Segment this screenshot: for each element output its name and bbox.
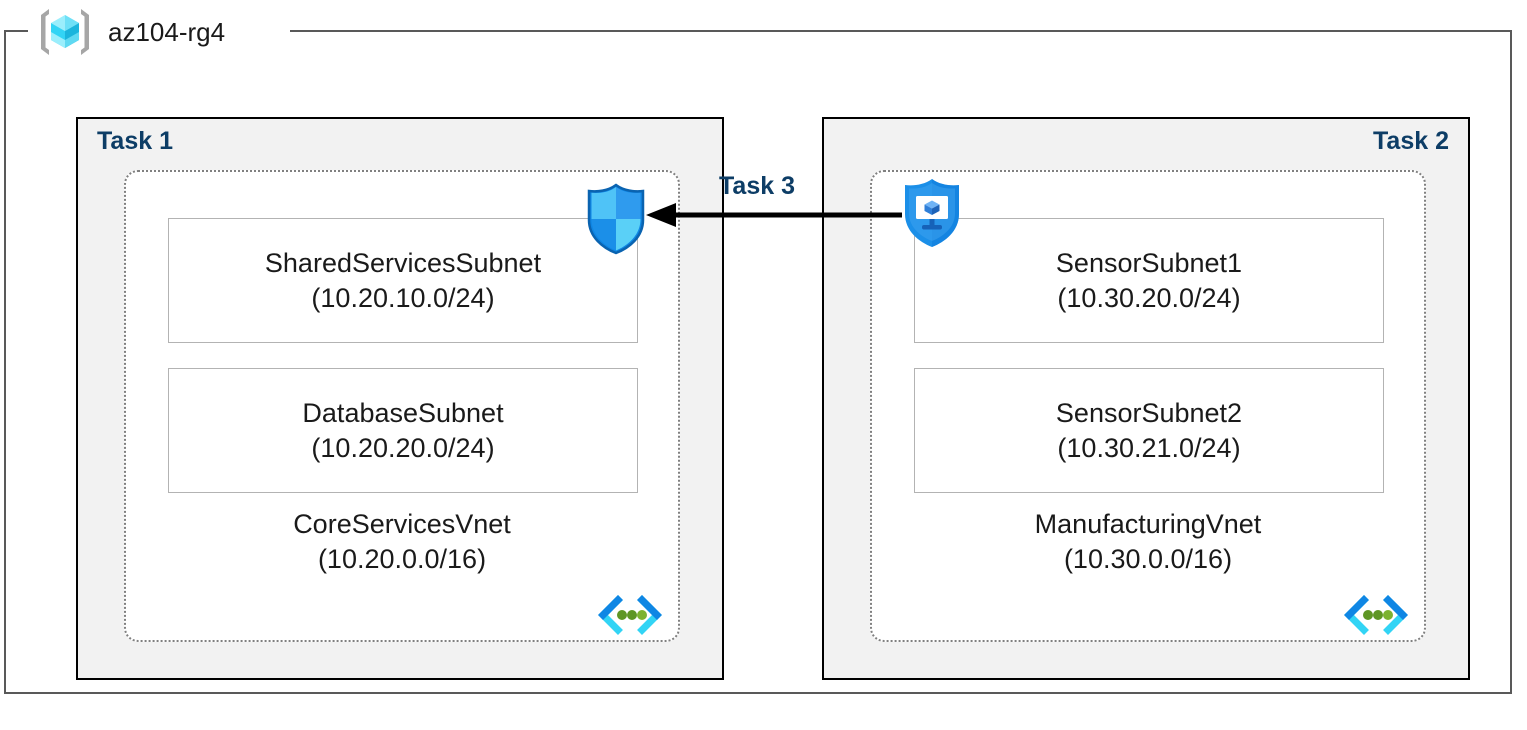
- task-2-label: Task 2: [1373, 127, 1449, 155]
- task-1-label: Task 1: [97, 127, 173, 155]
- subnet-sensor-1[interactable]: SensorSubnet1 (10.30.20.0/24): [914, 218, 1384, 343]
- vnet-manufacturing[interactable]: SensorSubnet1 (10.30.20.0/24) SensorSubn…: [870, 170, 1426, 642]
- vnet-cidr: (10.20.0.0/16): [317, 543, 487, 574]
- vnet-core-services[interactable]: SharedServicesSubnet (10.20.10.0/24) Dat…: [124, 170, 680, 642]
- resource-group-header: az104-rg4: [36, 4, 225, 60]
- resource-group-boundary: [4, 30, 1512, 694]
- task-panel-1[interactable]: Task 1 SharedServicesSubnet (10.20.10.0/…: [76, 117, 724, 680]
- subnet-sensor-2[interactable]: SensorSubnet2 (10.30.21.0/24): [914, 368, 1384, 493]
- resource-group-name: az104-rg4: [108, 17, 226, 47]
- vnet-caption: ManufacturingVnet (10.30.0.0/16): [872, 508, 1424, 576]
- left-arrow-icon: [640, 170, 910, 230]
- subnet-cidr: (10.30.21.0/24): [1057, 432, 1241, 463]
- subnet-name: SensorSubnet2: [1055, 397, 1243, 428]
- task-panel-2[interactable]: Task 2 SensorSubnet1 (10.30.20.0/24) Sen…: [822, 117, 1470, 680]
- shield-icon: [583, 182, 649, 256]
- subnet-shared-services[interactable]: SharedServicesSubnet (10.20.10.0/24): [168, 218, 638, 343]
- subnet-cidr: (10.20.20.0/24): [311, 432, 495, 463]
- resource-group-cube-icon: [36, 6, 94, 58]
- subnet-name: SharedServicesSubnet: [264, 247, 542, 278]
- virtual-network-icon: [1340, 592, 1412, 638]
- task-3-label: Task 3: [719, 172, 795, 200]
- subnet-name: SensorSubnet1: [1055, 247, 1243, 278]
- vnet-caption: CoreServicesVnet (10.20.0.0/16): [126, 508, 678, 576]
- subnet-name: DatabaseSubnet: [302, 397, 504, 428]
- subnet-database[interactable]: DatabaseSubnet (10.20.20.0/24): [168, 368, 638, 493]
- vnet-name: ManufacturingVnet: [1034, 509, 1262, 539]
- vnet-name: CoreServicesVnet: [293, 509, 511, 539]
- subnet-cidr: (10.20.10.0/24): [311, 282, 495, 313]
- vnet-cidr: (10.30.0.0/16): [1063, 543, 1233, 574]
- bastion-shield-monitor-icon: [899, 176, 965, 250]
- subnet-cidr: (10.30.20.0/24): [1057, 282, 1241, 313]
- virtual-network-icon: [594, 592, 666, 638]
